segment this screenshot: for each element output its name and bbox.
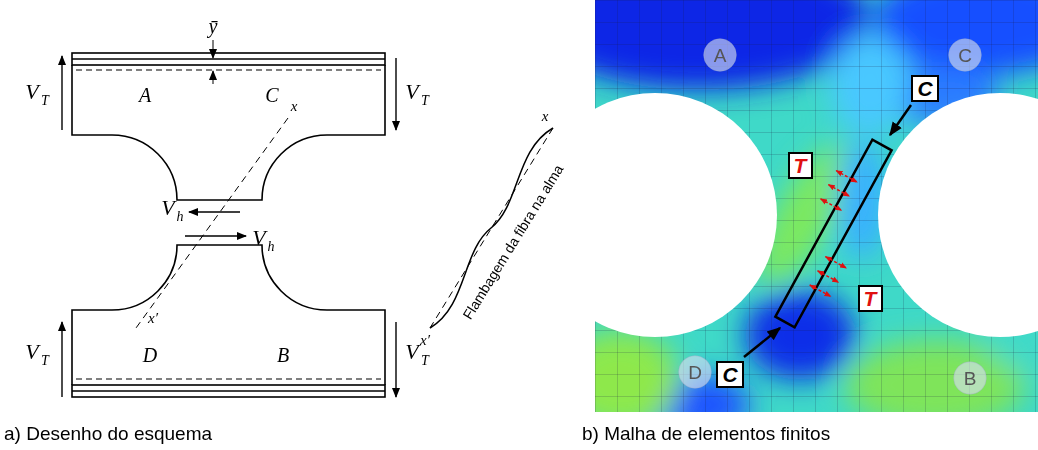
node-letter: C <box>722 364 737 385</box>
tension-arrow <box>821 199 842 211</box>
shear-arrow <box>61 322 62 397</box>
fiber-chord <box>430 128 553 328</box>
web-opening <box>595 93 777 337</box>
bottom-flange <box>72 385 385 397</box>
tension-tag: T <box>858 285 883 312</box>
caption: a) Desenho do esquema <box>4 424 212 443</box>
tension-tag: T <box>788 152 813 179</box>
force-subscript: h <box>177 210 184 224</box>
centroid-line <box>76 379 381 380</box>
fiber-line <box>136 118 288 328</box>
point-marker: D <box>678 355 712 389</box>
compression-arrow <box>744 328 780 357</box>
point-label: B <box>277 345 289 365</box>
tension-arrow <box>828 185 849 197</box>
node-letter: B <box>964 369 977 388</box>
top-flange <box>72 53 385 65</box>
point-marker: C <box>948 38 982 72</box>
compression-tag: C <box>716 361 744 388</box>
tension-arrow <box>836 171 857 183</box>
node-letter: T <box>794 155 807 176</box>
point-label: A <box>139 85 151 105</box>
shear-arrow <box>61 56 62 130</box>
node-letter: D <box>688 363 702 382</box>
force-label: V <box>25 341 38 363</box>
buckled-fiber <box>430 128 553 328</box>
compression-tag: C <box>911 75 939 102</box>
fe-mesh <box>595 0 1038 412</box>
force-label: V <box>252 227 265 249</box>
force-subscript: T <box>41 94 49 108</box>
force-label: V <box>25 81 38 103</box>
force-label: V <box>405 81 418 103</box>
flange-line <box>72 390 385 392</box>
tension-arrow <box>825 257 846 269</box>
tension-arrow <box>810 285 831 297</box>
buckled-curve <box>430 128 553 328</box>
point-label: D <box>143 345 157 365</box>
tension-arrows <box>810 171 857 297</box>
node-letter: T <box>864 288 877 309</box>
upper-tee-web <box>72 65 385 200</box>
node-letter: A <box>714 46 727 65</box>
node-letter: C <box>917 78 932 99</box>
force-label: V <box>161 197 174 219</box>
horizontal-shear-arrow <box>185 235 246 236</box>
horizontal-shear-arrow <box>189 211 240 212</box>
dimension-arrow <box>213 40 214 58</box>
caption: b) Malha de elementos finitos <box>582 424 830 443</box>
fiber-end-label: x′ <box>420 333 430 348</box>
annotation: Flambagem da fibra na alma <box>460 162 565 321</box>
fiber-end-label: x′ <box>148 311 158 326</box>
marker-disc <box>679 356 712 389</box>
point-label: C <box>265 85 278 105</box>
marker-disc <box>949 39 982 72</box>
force-label: V <box>405 341 418 363</box>
point-marker: B <box>953 361 987 395</box>
shear-arrow <box>395 322 396 397</box>
shear-arrow <box>395 58 396 130</box>
node-letter: C <box>958 46 972 65</box>
dimension-label: ȳ <box>209 16 218 36</box>
force-subscript: h <box>268 240 275 254</box>
marker-disc <box>954 362 987 395</box>
compression-strut <box>775 140 891 328</box>
fiber-end-label: x <box>291 99 298 114</box>
lower-tee-web <box>72 245 385 385</box>
point-marker: A <box>703 38 737 72</box>
fiber-end-label: x <box>542 109 549 124</box>
beam-sketch <box>62 40 396 397</box>
centroid-line <box>76 70 381 71</box>
flange-line <box>72 58 385 60</box>
force-subscript: T <box>421 354 429 368</box>
force-subscript: T <box>421 94 429 108</box>
dimension-arrow <box>213 71 214 84</box>
marker-disc <box>704 39 737 72</box>
compression-arrow <box>890 105 911 135</box>
web-opening <box>878 93 1038 337</box>
force-subscript: T <box>41 354 49 368</box>
tension-arrow <box>818 271 839 283</box>
